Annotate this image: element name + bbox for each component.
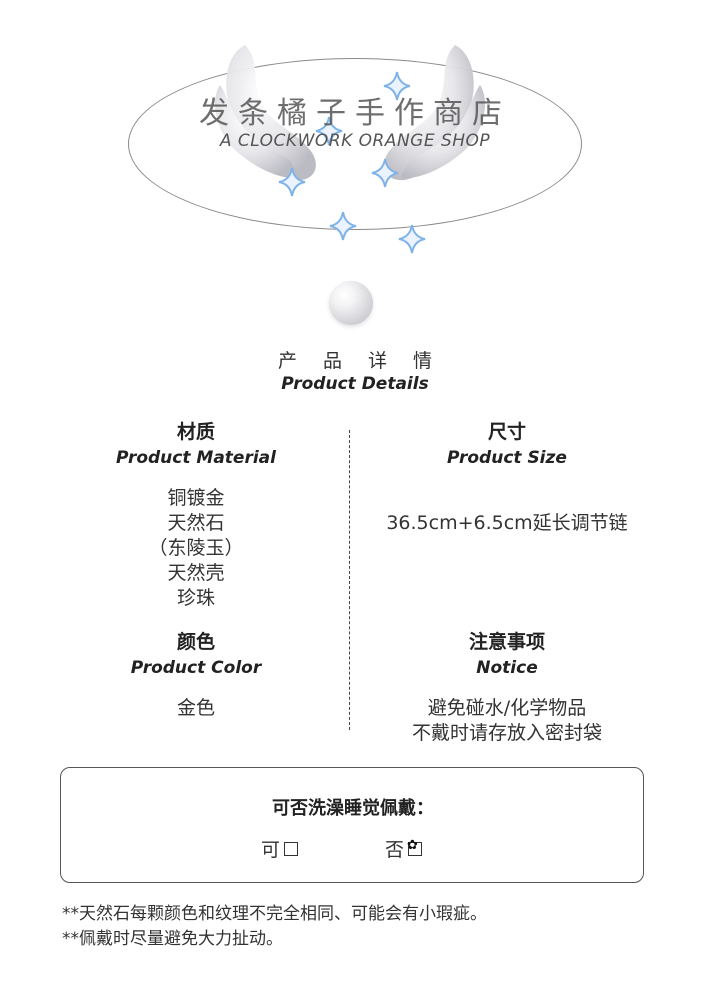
material-line: 天然石 [167,512,225,534]
sparkle-icon [278,167,306,197]
color-block: 颜色 Product Color 金色 [46,627,346,721]
wear-question: 可否洗澡睡觉佩戴： [272,798,434,819]
sparkle-icon [398,224,426,254]
color-value: 金色 [176,697,215,719]
footnote: **天然石每颗颜色和纹理不完全相同、可能会有小瑕疵。 [62,904,487,924]
material-label-cn: 材质 [176,421,215,443]
material-block: 材质 Product Material 铜镀金 天然石 （东陵玉） 天然壳 珍珠 [46,417,346,611]
no-checkbox-checked [407,838,423,856]
color-label-en: Product Color [130,658,262,678]
yes-checkbox [284,841,299,856]
footnote: **佩戴时尽量避免大力扯动。 [62,929,283,949]
notice-line: 避免碰水/化学物品 [427,697,587,719]
header-ellipse [128,58,582,230]
section-title-chinese: 产 品 详 情 [277,350,443,372]
option-yes: 可 [261,835,299,862]
material-line: 铜镀金 [167,487,225,509]
size-block: 尺寸 Product Size 36.5cm+6.5cm延长调节链 [357,417,657,536]
color-label-cn: 颜色 [176,631,215,653]
size-value: 36.5cm+6.5cm延长调节链 [386,512,628,534]
option-yes-label: 可 [261,839,281,861]
size-label-cn: 尺寸 [487,421,526,443]
sparkle-icon [315,116,343,146]
shop-name-chinese: 发条橘子手作商店 [199,96,511,131]
sparkle-icon [371,158,399,188]
notice-label-cn: 注意事项 [468,631,545,653]
wear-while-bathing-box: 可否洗澡睡觉佩戴： 可 否 [60,767,644,883]
notice-label-en: Notice [476,658,538,678]
notice-line: 不戴时请存放入密封袋 [411,722,602,744]
pearl-icon [329,281,373,325]
column-divider [349,430,350,730]
option-no: 否 [385,835,423,862]
sparkle-icon [383,71,411,101]
material-line: 天然壳 [167,562,225,584]
left-wing [215,45,316,181]
material-line: 珍珠 [176,587,215,609]
material-label-en: Product Material [116,448,276,468]
section-title-english: Product Details [281,374,429,394]
shop-name-english: A CLOCKWORK ORANGE SHOP [219,131,491,151]
sparkle-icon [329,211,357,241]
right-wing [384,45,485,181]
notice-block: 注意事项 Notice 避免碰水/化学物品 不戴时请存放入密封袋 [357,627,657,746]
angel-wings-graphic [215,45,485,181]
material-line: （东陵玉） [148,537,244,559]
option-no-label: 否 [385,839,405,861]
size-label-en: Product Size [447,448,567,468]
